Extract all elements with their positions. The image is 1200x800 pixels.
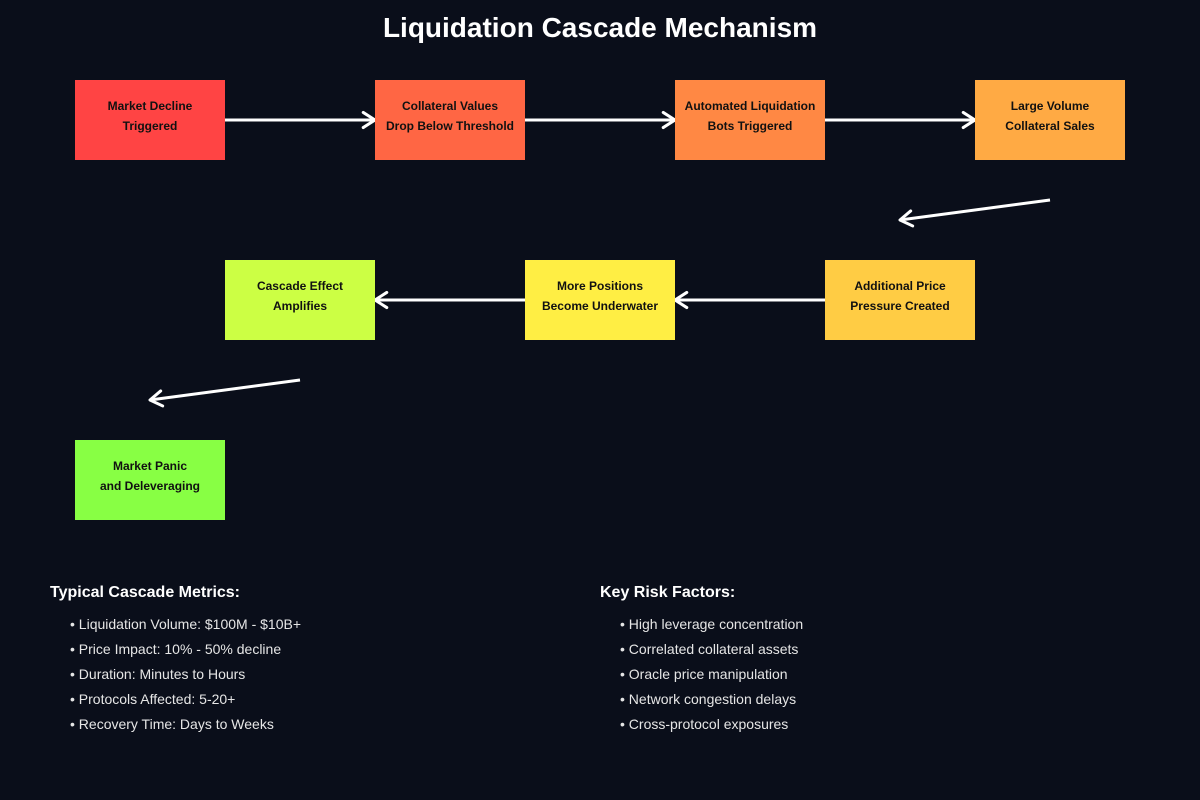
metrics-section: Typical Cascade Metrics: • Liquidation V…: [50, 584, 301, 737]
node-label-line: Drop Below Threshold: [385, 119, 514, 133]
page-title: Liquidation Cascade Mechanism: [382, 12, 818, 43]
risk-factor-item: • High leverage concentration: [620, 616, 804, 632]
node-label-line: Additional Price: [854, 279, 946, 293]
node-market-panic: Market Panic and Deleveraging: [75, 440, 225, 520]
node-positions-underwater: More Positions Become Underwater: [525, 260, 675, 340]
risk-factor-item: • Network congestion delays: [620, 691, 797, 707]
flow-arrow: [825, 110, 977, 130]
arrow-shaft: [149, 378, 301, 402]
flow-arrow: [225, 110, 377, 130]
node-price-pressure: Additional Price Pressure Created: [825, 260, 975, 340]
node-label-line: Automated Liquidation: [684, 99, 816, 113]
metrics-item: • Duration: Minutes to Hours: [70, 666, 246, 682]
arrowhead-icon: [673, 290, 689, 310]
metrics-list: • Liquidation Volume: $100M - $10B+ • Pr…: [50, 612, 301, 737]
metrics-heading: Typical Cascade Metrics:: [50, 584, 241, 601]
flow-arrow: [898, 198, 1051, 228]
node-label-line: Pressure Created: [850, 299, 950, 313]
flow-arrow: [525, 110, 677, 130]
arrowhead-icon: [148, 389, 165, 408]
node-label-line: Collateral Values: [401, 99, 499, 113]
risk-factor-item: • Correlated collateral assets: [620, 641, 799, 657]
node-label-line: Large Volume: [1010, 99, 1090, 113]
node-label-line: Become Underwater: [541, 299, 659, 313]
node-label-line: Cascade Effect: [256, 279, 344, 293]
node-market-decline: Market Decline Triggered: [75, 80, 225, 160]
node-label-line: Bots Triggered: [707, 119, 793, 133]
risk-factors-section: Key Risk Factors: • High leverage concen…: [600, 584, 803, 737]
node-label-line: Amplifies: [272, 299, 327, 313]
node-label-line: and Deleveraging: [99, 479, 201, 493]
metrics-item: • Protocols Affected: 5-20+: [70, 691, 236, 707]
flow-arrow: [373, 290, 525, 310]
arrowhead-icon: [373, 290, 389, 310]
node-liquidation-bots: Automated Liquidation Bots Triggered: [675, 80, 825, 160]
risk-factors-list: • High leverage concentration • Correlat…: [600, 612, 803, 737]
risk-factors-heading: Key Risk Factors:: [600, 584, 736, 601]
metrics-item: • Recovery Time: Days to Weeks: [70, 716, 274, 732]
arrowhead-icon: [898, 209, 915, 228]
metrics-item: • Price Impact: 10% - 50% decline: [70, 641, 282, 657]
node-label-line: Triggered: [122, 119, 178, 133]
node-cascade-effect: Cascade Effect Amplifies: [225, 260, 375, 340]
arrow-shaft: [899, 198, 1051, 222]
node-label-line: Market Panic: [112, 459, 188, 473]
node-collateral-sales: Large Volume Collateral Sales: [975, 80, 1125, 160]
flow-arrow: [673, 290, 825, 310]
risk-factor-item: • Oracle price manipulation: [620, 666, 788, 682]
node-collateral-values: Collateral Values Drop Below Threshold: [375, 80, 525, 160]
flow-arrow: [148, 378, 301, 408]
node-label-line: More Positions: [556, 279, 643, 293]
node-label-line: Market Decline: [107, 99, 193, 113]
risk-factor-item: • Cross-protocol exposures: [620, 716, 789, 732]
metrics-item: • Liquidation Volume: $100M - $10B+: [70, 616, 301, 632]
node-label-line: Collateral Sales: [1005, 119, 1095, 133]
